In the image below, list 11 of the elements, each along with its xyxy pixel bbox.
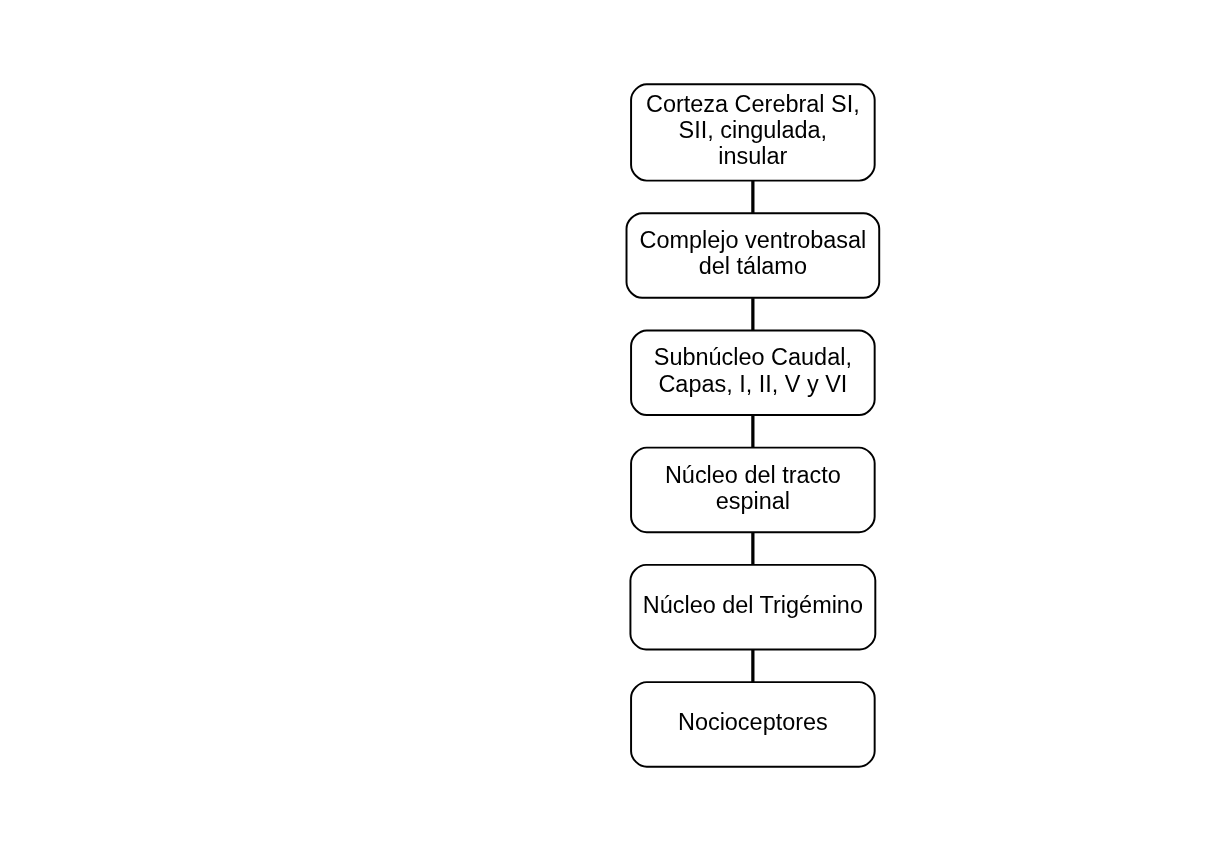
node-box: Subnúcleo Caudal, Capas, I, II, V y VI — [630, 329, 876, 417]
node-box: Núcleo del tracto espinal — [630, 446, 876, 534]
connector — [751, 298, 755, 331]
node-box: Núcleo del Trigémino — [629, 563, 877, 651]
connector — [751, 415, 755, 448]
connector — [751, 649, 755, 683]
node-box: Complejo ventrobasal del tálamo — [625, 212, 881, 299]
node-box: Corteza Cerebral SI, SII, cingulada, insular — [630, 83, 876, 182]
connector — [751, 180, 755, 213]
node-box: Nocioceptores — [630, 681, 876, 768]
connector — [751, 532, 755, 565]
